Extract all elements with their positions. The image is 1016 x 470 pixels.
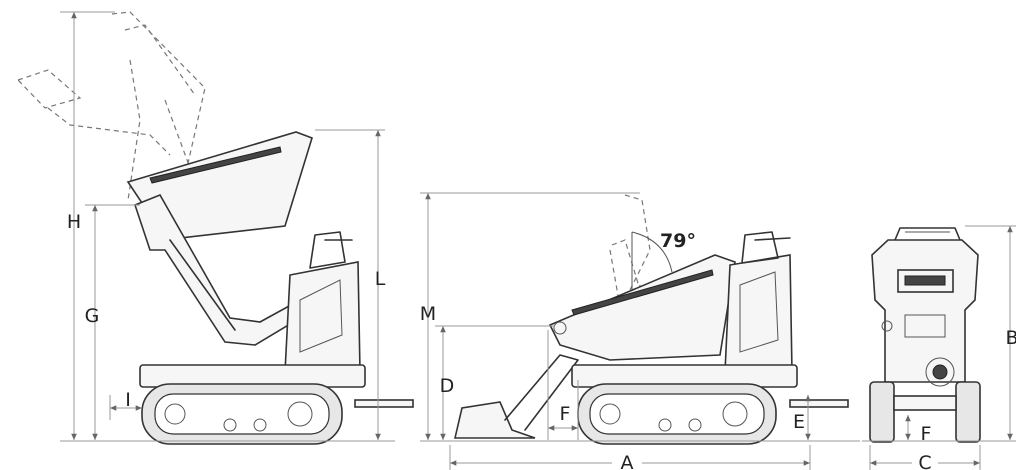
left-view-raised-skip (16, 11, 414, 445)
tipping-angle-label: 79° (660, 230, 696, 252)
dimension-label-c: C (918, 452, 931, 470)
dimension-label-b: B (1005, 327, 1016, 349)
dimension-label-g: G (85, 305, 100, 327)
dimension-label-l: L (375, 268, 386, 290)
dimension-label-h: H (67, 211, 81, 233)
front-left-track (869, 381, 895, 443)
dimension-label-e: E (793, 411, 805, 433)
middle-view-dimensions: M D F E A (420, 192, 860, 470)
front-body (871, 239, 979, 383)
loading-shovel (453, 401, 536, 439)
left-view-dimensions: H G L I (60, 11, 395, 442)
operator-platform-middle (789, 399, 849, 408)
dimension-label-f-side: F (560, 403, 571, 425)
dimension-label-d: D (440, 375, 455, 397)
skip-bucket (548, 254, 736, 361)
dimension-label-i: I (125, 389, 131, 411)
operator-frame (284, 261, 361, 373)
dimension-label-f-front: F (921, 423, 932, 445)
operator-platform (354, 399, 414, 408)
dimension-label-a: A (621, 452, 634, 470)
dimension-label-m: M (420, 303, 436, 325)
right-view-dimensions: B F C (862, 225, 1016, 470)
front-roll-bar (894, 227, 961, 241)
middle-view-tipping: 79° (453, 194, 849, 445)
right-view-front (869, 227, 981, 443)
operator-frame-middle (724, 254, 793, 373)
front-right-track (955, 381, 981, 443)
